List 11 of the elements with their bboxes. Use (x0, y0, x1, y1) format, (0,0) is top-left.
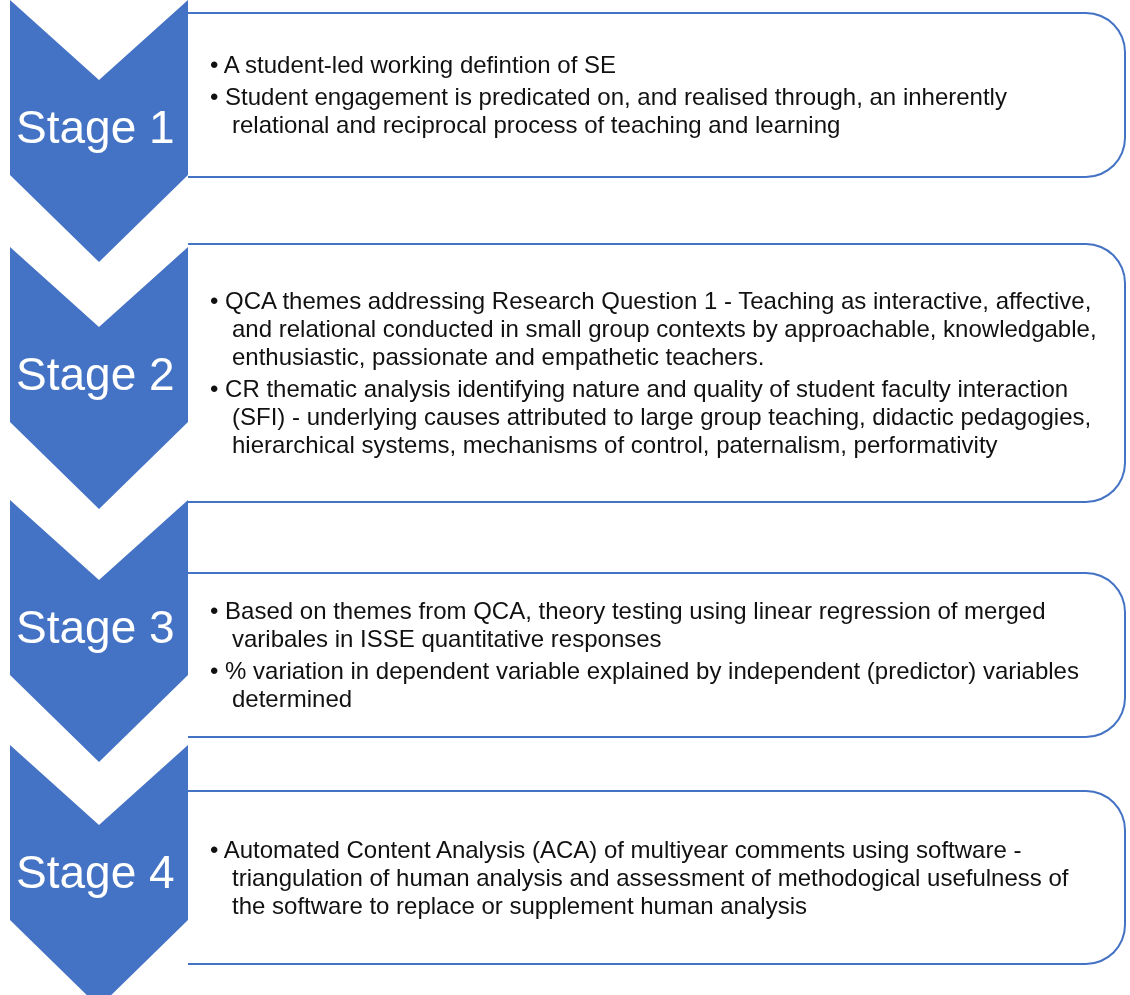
text-panel (188, 572, 1126, 738)
bullet-text: • A student-led working defintion of SE (210, 51, 617, 79)
bullet-text: • QCA themes addressing Research Question 1 - Teaching as interactive, affective, and relational conducted in small group contexts by approachable, knowledgable, enthusiastic, passionate and empathetic teachers. (210, 287, 1098, 371)
bullet-text: • Based on themes from QCA, theory testing using linear regression of merged varibales in ISSE quantitative responses (210, 597, 1047, 653)
bullet-text: • Student engagement is predicated on, and realised through, an inherently relational and reciprocal process of teaching and learning (210, 83, 1008, 139)
text-panel (188, 243, 1126, 503)
bullet-text: • % variation in dependent variable explained by independent (predictor) variables determined (210, 657, 1080, 713)
text-panel (188, 12, 1126, 178)
bullet-text: • CR thematic analysis identifying nature and quality of student faculty interaction (SFI) - underlying causes attributed to large group teaching, didactic pedagogies, hierarchical systems, mechanisms of control, paternalism, performativity (210, 375, 1093, 459)
text-panel (188, 790, 1126, 965)
bullet-text: • Automated Content Analysis (ACA) of multiyear comments using software - triangulation of human analysis and assessment of methodogical usefulness of the software to replace or supplement human analysis (210, 835, 1070, 920)
